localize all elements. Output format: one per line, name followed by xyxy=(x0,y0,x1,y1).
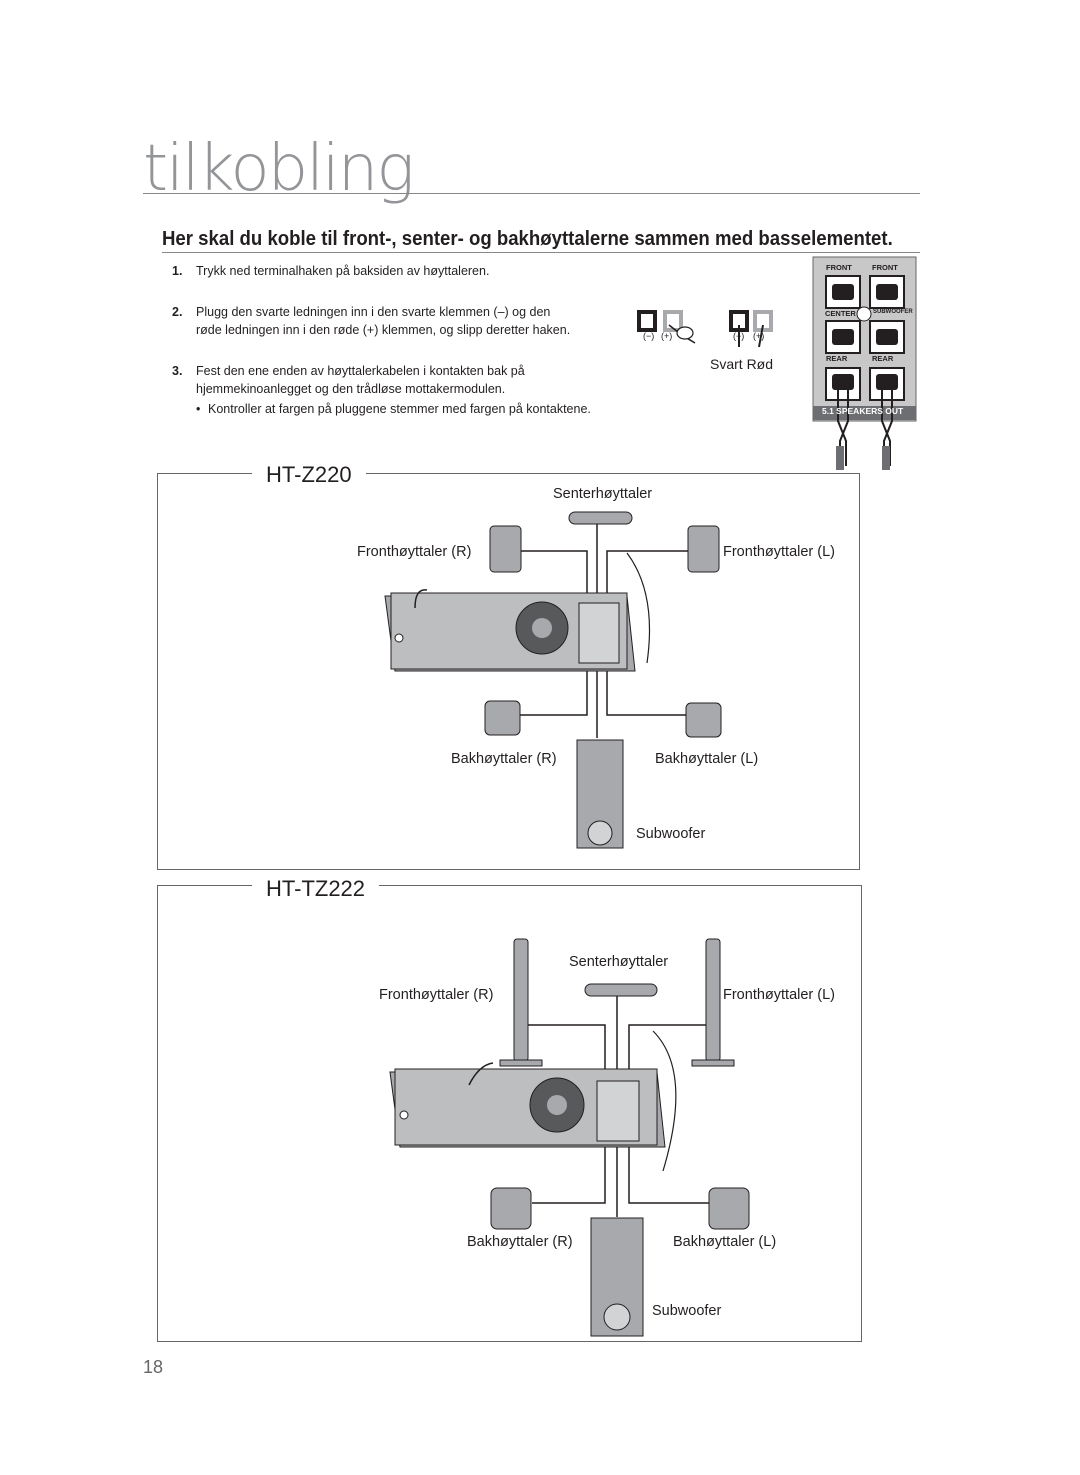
color-label: Svart Rød xyxy=(710,356,773,372)
page-title: tilkobling xyxy=(143,132,415,206)
step-number: 1. xyxy=(172,264,183,278)
bullet-icon: • xyxy=(196,402,201,416)
front-left-label: Fronthøyttaler (L) xyxy=(723,987,835,1003)
terminal-illustration: (−) (+) (−) (+) Svart Rød xyxy=(637,310,773,372)
speakers-out-panel: FRONT FRONT CENTER SUBWOOFER REAR REAR 5… xyxy=(812,256,917,471)
rear-right-label: Bakhøyttaler (R) xyxy=(451,751,557,767)
step-text: Trykk ned terminalhaken på baksiden av h… xyxy=(196,264,490,278)
panel-center-label: CENTER xyxy=(825,309,856,318)
step-1: 1. Trykk ned terminalhaken på baksiden a… xyxy=(172,262,622,282)
model-heading: HT-TZ222 xyxy=(252,876,380,902)
panel-rear-label: REAR xyxy=(826,354,848,363)
section-heading: Her skal du koble til front-, senter- og… xyxy=(162,228,893,250)
panel-rear-label: REAR xyxy=(872,354,894,363)
diagram-ht-z220 xyxy=(157,473,860,870)
terminal-left xyxy=(637,310,696,344)
diagram-ht-tz222 xyxy=(157,885,862,1342)
panel-subwoofer-label: SUBWOOFER xyxy=(873,309,913,315)
subwoofer-label: Subwoofer xyxy=(652,1303,722,1319)
bullet-text: Kontroller at fargen på pluggene stemmer… xyxy=(208,402,591,416)
bullet-note: • Kontroller at fargen på pluggene stemm… xyxy=(196,400,636,420)
terminal-right xyxy=(729,310,773,348)
step-3: 3. Fest den ene enden av høyttalerkabele… xyxy=(172,362,622,402)
title-divider xyxy=(143,193,920,194)
step-text: hjemmekinoanlegget og den trådløse motta… xyxy=(196,382,506,396)
front-right-label: Fronthøyttaler (R) xyxy=(379,987,494,1003)
front-right-label: Fronthøyttaler (R) xyxy=(357,544,472,560)
step-text: Plugg den svarte ledningen inn i den sva… xyxy=(196,305,551,319)
terminal-minus-label: (−) xyxy=(643,331,654,341)
panel-front-label: FRONT xyxy=(872,263,898,272)
center-speaker-label: Senterhøyttaler xyxy=(553,486,653,502)
panel-front-label: FRONT xyxy=(826,263,852,272)
center-speaker-label: Senterhøyttaler xyxy=(569,954,669,970)
subwoofer-label: Subwoofer xyxy=(636,826,706,842)
terminal-plus-label: (+) xyxy=(753,331,764,341)
front-left-label: Fronthøyttaler (L) xyxy=(723,544,835,560)
step-text: Fest den ene enden av høyttalerkabelen i… xyxy=(196,364,525,378)
heading-divider xyxy=(162,252,920,253)
rear-right-label: Bakhøyttaler (R) xyxy=(467,1234,573,1250)
step-number: 2. xyxy=(172,305,183,319)
wiring-diagram-2 xyxy=(389,938,750,1337)
model-heading: HT-Z220 xyxy=(252,462,366,488)
wiring-diagram-1 xyxy=(384,511,722,849)
terminal-plus-label: (+) xyxy=(661,331,672,341)
page-number: 18 xyxy=(143,1357,164,1377)
step-2: 2. Plugg den svarte ledningen inn i den … xyxy=(172,303,622,343)
rear-left-label: Bakhøyttaler (L) xyxy=(655,751,759,767)
panel-out-label: 5.1 SPEAKERS OUT xyxy=(822,406,904,416)
step-number: 3. xyxy=(172,364,183,378)
rear-left-label: Bakhøyttaler (L) xyxy=(673,1234,777,1250)
step-text: røde ledningen inn i den røde (+) klemme… xyxy=(196,323,571,337)
terminal-minus-label: (−) xyxy=(733,331,744,341)
